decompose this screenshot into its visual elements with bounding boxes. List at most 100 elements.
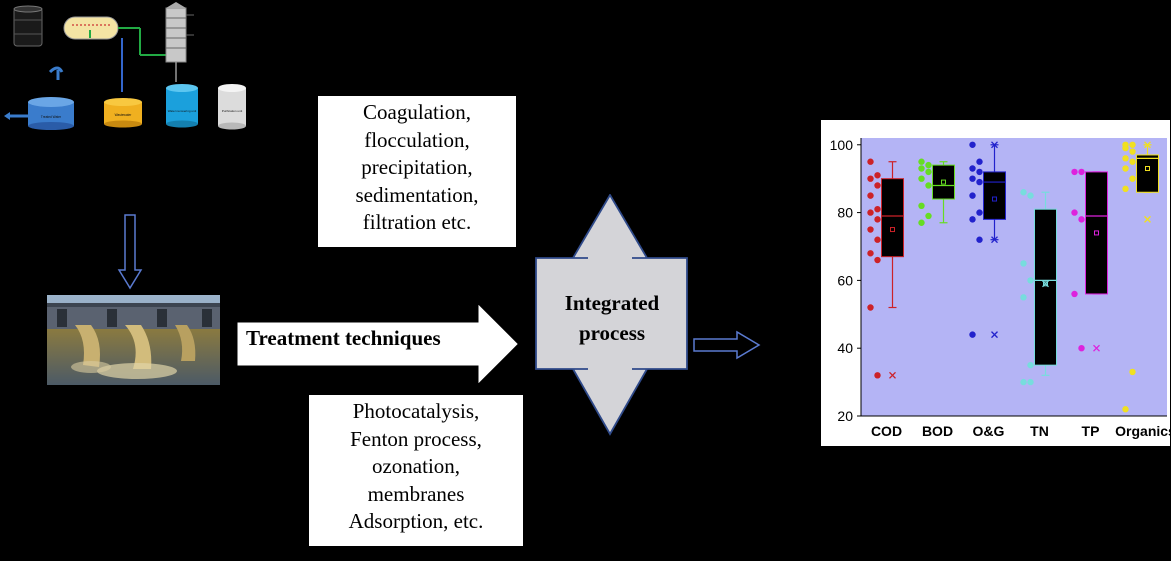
data-point bbox=[976, 209, 983, 216]
data-point bbox=[925, 161, 932, 169]
integrated-process-line2: process bbox=[578, 321, 646, 345]
data-point bbox=[1020, 294, 1027, 301]
data-point bbox=[969, 165, 976, 172]
y-tick-label: 100 bbox=[830, 137, 854, 153]
mean-marker bbox=[1043, 281, 1048, 287]
x-tick-label: BOD bbox=[922, 423, 953, 439]
data-point bbox=[925, 168, 932, 176]
data-point bbox=[867, 304, 874, 311]
x-tick-label: COD bbox=[871, 423, 902, 439]
treated-water-label: Treated Water bbox=[41, 115, 62, 119]
box bbox=[1034, 208, 1057, 366]
wastewater-outfall-photo bbox=[47, 295, 220, 385]
data-point bbox=[969, 175, 976, 182]
data-point bbox=[969, 216, 976, 223]
data-point bbox=[976, 178, 983, 186]
data-point bbox=[1071, 290, 1078, 298]
data-point bbox=[1129, 368, 1136, 376]
data-point bbox=[969, 331, 976, 338]
wastewater-tank-icon bbox=[104, 98, 142, 128]
data-point bbox=[918, 158, 925, 165]
data-point bbox=[1122, 165, 1129, 172]
mean-marker bbox=[1145, 166, 1150, 172]
down-arrow-icon bbox=[117, 214, 143, 290]
wastewater-label: Wastewater bbox=[115, 113, 133, 117]
y-tick-label: 20 bbox=[837, 408, 853, 424]
data-point bbox=[976, 168, 983, 176]
y-tick-label: 40 bbox=[837, 340, 853, 356]
data-point bbox=[1129, 158, 1136, 165]
method-line: filtration etc. bbox=[362, 210, 472, 234]
data-point bbox=[918, 175, 925, 182]
data-point bbox=[874, 256, 881, 264]
purification-tank-icon bbox=[218, 84, 246, 130]
box bbox=[1085, 171, 1108, 295]
data-point bbox=[925, 212, 932, 220]
box bbox=[1136, 154, 1159, 193]
data-point bbox=[918, 165, 925, 172]
data-point bbox=[1129, 148, 1136, 155]
mean-marker bbox=[890, 227, 895, 233]
mean-marker bbox=[992, 196, 997, 202]
outlier-mark bbox=[991, 236, 998, 244]
data-point bbox=[1020, 378, 1027, 386]
outlier-mark bbox=[1093, 344, 1100, 352]
mean-marker bbox=[1094, 230, 1099, 236]
plant-schematic: Treated Water Wastewater Water recoverin… bbox=[4, 2, 246, 130]
data-point bbox=[976, 236, 983, 243]
integrated-process-label: Integrated process bbox=[536, 288, 688, 348]
data-point bbox=[867, 250, 874, 257]
outlier-mark bbox=[991, 331, 998, 339]
x-tick-label: O&G bbox=[973, 423, 1005, 439]
method-line: Fenton process, bbox=[350, 426, 482, 451]
drum-icon bbox=[13, 5, 43, 47]
data-point bbox=[925, 182, 932, 189]
treatment-arrow bbox=[237, 305, 518, 383]
data-point bbox=[1078, 168, 1085, 176]
data-point bbox=[1020, 260, 1027, 267]
outlier-mark bbox=[1144, 141, 1151, 149]
integrated-process-line1: Integrated bbox=[564, 291, 660, 315]
data-point bbox=[874, 216, 881, 223]
method-line: Coagulation, bbox=[363, 100, 471, 124]
data-point bbox=[867, 158, 874, 165]
data-point bbox=[874, 236, 881, 243]
data-point bbox=[1078, 216, 1085, 223]
data-point bbox=[1071, 209, 1078, 216]
x-tick-label: Organics bbox=[1115, 423, 1170, 439]
right-arrow-icon bbox=[693, 330, 761, 360]
method-line: precipitation, bbox=[361, 155, 473, 179]
method-line: membranes bbox=[367, 481, 465, 506]
method-line: Photocatalysis, bbox=[352, 399, 480, 423]
outlier-mark bbox=[1042, 280, 1049, 288]
data-point bbox=[867, 192, 874, 199]
data-point bbox=[1027, 361, 1034, 369]
data-point bbox=[918, 219, 925, 226]
data-point bbox=[976, 158, 983, 165]
data-point bbox=[1122, 406, 1129, 413]
data-point bbox=[874, 205, 881, 213]
outlier-mark bbox=[991, 141, 998, 149]
data-point bbox=[874, 172, 881, 179]
method-line: Adsorption, etc. bbox=[348, 509, 484, 533]
reactor-icon bbox=[63, 16, 168, 56]
y-tick-label: 80 bbox=[837, 205, 853, 221]
recovery-tank-icon bbox=[166, 84, 198, 128]
integrated-process-arrow bbox=[535, 194, 688, 436]
column-icon bbox=[165, 2, 194, 82]
data-point bbox=[1027, 277, 1034, 284]
data-point bbox=[1078, 344, 1085, 352]
x-tick-label: TN bbox=[1030, 423, 1049, 439]
data-point bbox=[867, 226, 874, 233]
box bbox=[983, 171, 1006, 220]
data-point bbox=[1027, 378, 1034, 386]
data-point bbox=[1129, 175, 1136, 182]
data-point bbox=[1122, 144, 1129, 152]
x-tick-label: TP bbox=[1082, 423, 1100, 439]
data-point bbox=[918, 202, 925, 210]
data-point bbox=[874, 182, 881, 189]
data-point bbox=[969, 141, 976, 148]
method-line: sedimentation, bbox=[355, 182, 479, 207]
data-point bbox=[1027, 192, 1034, 199]
